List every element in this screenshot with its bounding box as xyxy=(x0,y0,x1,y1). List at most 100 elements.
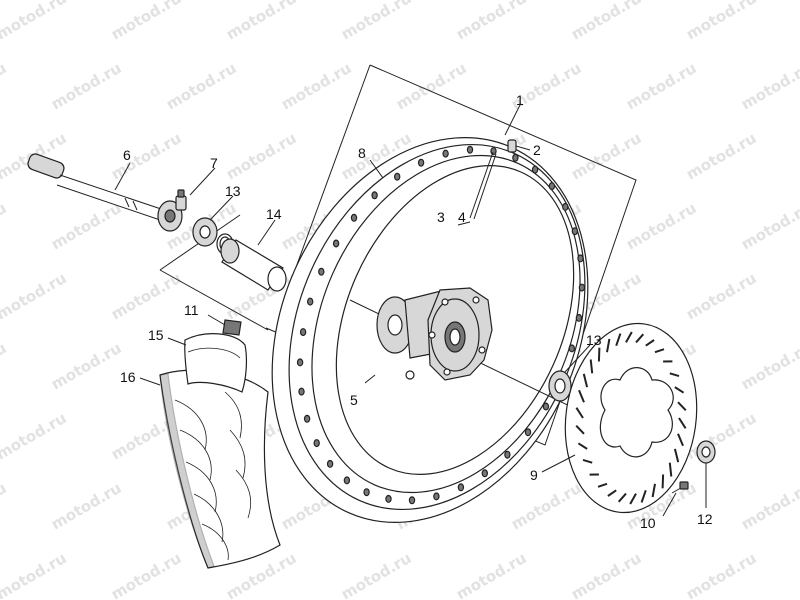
watermark-text: motod.ru xyxy=(0,479,9,534)
axle xyxy=(27,153,171,223)
rim-hole xyxy=(408,496,416,505)
watermark-text: motod.ru xyxy=(48,199,124,254)
callout-labels: 1 2 3 4 5 6 7 8 9 10 11 12 13 13 14 15 1… xyxy=(120,92,713,531)
watermark-text: motod.ru xyxy=(683,269,759,324)
rim-hole xyxy=(385,494,392,503)
disc-slot xyxy=(673,448,680,463)
bearing-right xyxy=(548,370,572,402)
rim-hole xyxy=(490,147,497,156)
watermark-text: motod.ru xyxy=(453,549,529,600)
watermark-text: motod.ru xyxy=(48,339,124,394)
watermark-text: motod.ru xyxy=(0,409,69,464)
rim-hole xyxy=(371,191,378,200)
callout-4: 4 xyxy=(458,209,466,225)
rim-hole xyxy=(433,492,440,501)
watermark-text: motod.ru xyxy=(568,549,644,600)
rim-holes xyxy=(296,145,586,505)
disc-slot xyxy=(589,359,594,374)
rim-hole xyxy=(298,387,305,396)
watermark-text: motod.ru xyxy=(0,199,9,254)
disc-slot xyxy=(607,489,617,497)
disc-slot xyxy=(645,339,655,347)
watermark-text: motod.ru xyxy=(738,339,800,394)
rim-hole xyxy=(524,428,532,437)
callout-1: 1 xyxy=(516,92,524,108)
disc-slot xyxy=(625,331,633,343)
disc-slot xyxy=(629,493,637,505)
callout-13-left: 13 xyxy=(225,183,241,199)
callout-5: 5 xyxy=(350,392,358,408)
rim-hole xyxy=(512,153,519,162)
rim-hole xyxy=(417,158,425,167)
rim-hole xyxy=(296,358,304,367)
callout-6: 6 xyxy=(123,147,131,163)
rim-hole xyxy=(577,254,584,263)
watermark-text: motod.ru xyxy=(738,479,800,534)
watermark-text: motod.ru xyxy=(508,479,584,534)
disc-slot xyxy=(582,458,593,464)
callout-9: 9 xyxy=(530,467,538,483)
watermark-text: motod.ru xyxy=(0,0,69,43)
rim-hole xyxy=(318,267,325,276)
callout-13-right: 13 xyxy=(586,332,602,348)
disc-slot xyxy=(617,492,627,503)
rim-hole xyxy=(303,414,311,423)
watermark-text: motod.ru xyxy=(0,339,9,394)
disc-slot xyxy=(677,401,687,411)
rim-hole xyxy=(575,313,583,322)
disc-slot xyxy=(597,482,608,488)
leader-lines xyxy=(114,104,707,517)
disc-slot xyxy=(578,389,585,403)
callout-12: 12 xyxy=(697,511,713,527)
rim-hole xyxy=(313,439,320,448)
disc-slot xyxy=(674,386,685,394)
watermark-text: motod.ru xyxy=(568,0,644,43)
rim-hole xyxy=(578,283,586,292)
disc-holes xyxy=(575,331,687,505)
disc-slot xyxy=(651,483,656,498)
rim-hole xyxy=(299,328,307,337)
disc-slot xyxy=(575,425,585,435)
rim-hole xyxy=(571,227,579,236)
valve xyxy=(469,151,497,220)
watermark-text: motod.ru xyxy=(393,59,469,114)
rim-hole xyxy=(394,172,401,181)
callout-8: 8 xyxy=(358,145,366,161)
watermark-text: motod.ru xyxy=(623,59,699,114)
callout-11: 11 xyxy=(184,302,199,318)
spacer-nut xyxy=(696,440,716,464)
disc-slot xyxy=(654,348,665,354)
valve-cap xyxy=(507,139,517,153)
rim-hole xyxy=(363,488,370,497)
rim-hole xyxy=(504,450,511,459)
disc-slot xyxy=(615,333,622,347)
watermark-text: motod.ru xyxy=(108,129,184,184)
disc-slot xyxy=(606,338,611,353)
rim-hole xyxy=(531,165,539,174)
watermark-text: motod.ru xyxy=(738,59,800,114)
watermark-text: motod.ru xyxy=(683,129,759,184)
disc-slot xyxy=(678,417,687,429)
callout-3: 3 xyxy=(437,209,445,225)
rim-hole xyxy=(466,145,474,154)
callout-15: 15 xyxy=(148,327,164,343)
callout-2: 2 xyxy=(533,142,541,158)
watermark-text: motod.ru xyxy=(48,479,124,534)
disc-slot xyxy=(661,474,665,489)
rim-hole xyxy=(332,239,340,248)
callout-16: 16 xyxy=(120,369,136,385)
watermark-text: motod.ru xyxy=(278,59,354,114)
disc-slot xyxy=(597,347,601,362)
callout-14: 14 xyxy=(266,206,282,222)
bearing-left xyxy=(192,217,218,247)
watermark-text: motod.ru xyxy=(0,269,69,324)
rim-hole xyxy=(568,344,576,353)
watermark-text: motod.ru xyxy=(223,0,299,43)
rim-hole xyxy=(350,213,358,222)
disc-slot xyxy=(635,333,645,344)
watermark-text: motod.ru xyxy=(163,59,239,114)
rim-strip xyxy=(222,319,242,336)
disc-slot xyxy=(640,489,647,503)
speedometer-drive xyxy=(157,189,187,232)
